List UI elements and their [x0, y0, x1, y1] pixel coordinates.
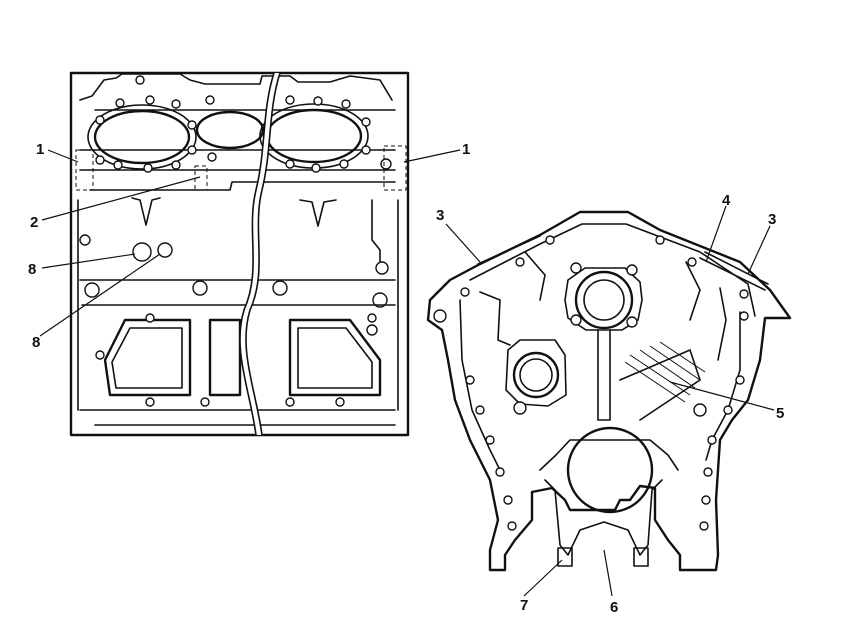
callout-7: 7 [520, 597, 528, 614]
callout-1-left: 1 [36, 141, 44, 158]
block-top-view [69, 71, 410, 437]
callout-3-left: 3 [436, 207, 444, 224]
leader-lines [39, 149, 775, 597]
callout-5: 5 [776, 405, 784, 422]
callout-4: 4 [722, 192, 731, 209]
callout-6: 6 [610, 599, 618, 616]
callout-2: 2 [30, 214, 38, 231]
callout-3-right: 3 [768, 211, 776, 228]
callout-8-bottom: 8 [32, 334, 40, 351]
callout-1-right: 1 [462, 141, 470, 158]
callout-8-top: 8 [28, 261, 36, 278]
block-front-view [426, 210, 792, 572]
